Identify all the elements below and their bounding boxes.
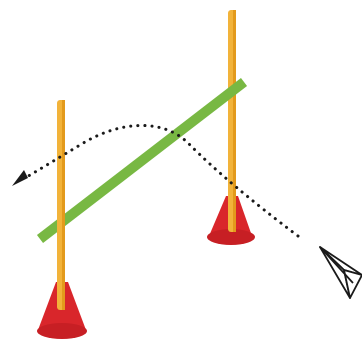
hurdle-post-left (57, 100, 65, 310)
hurdle-post-right (228, 10, 236, 232)
cone-left-base (37, 323, 87, 339)
post-left-edge (62, 100, 65, 310)
arrowhead-icon (12, 170, 28, 186)
paper-plane-icon (320, 247, 362, 298)
post-right-edge (233, 10, 236, 232)
flight-path (12, 125, 298, 236)
crossbar-bar (40, 82, 244, 239)
crossbar (40, 82, 244, 239)
